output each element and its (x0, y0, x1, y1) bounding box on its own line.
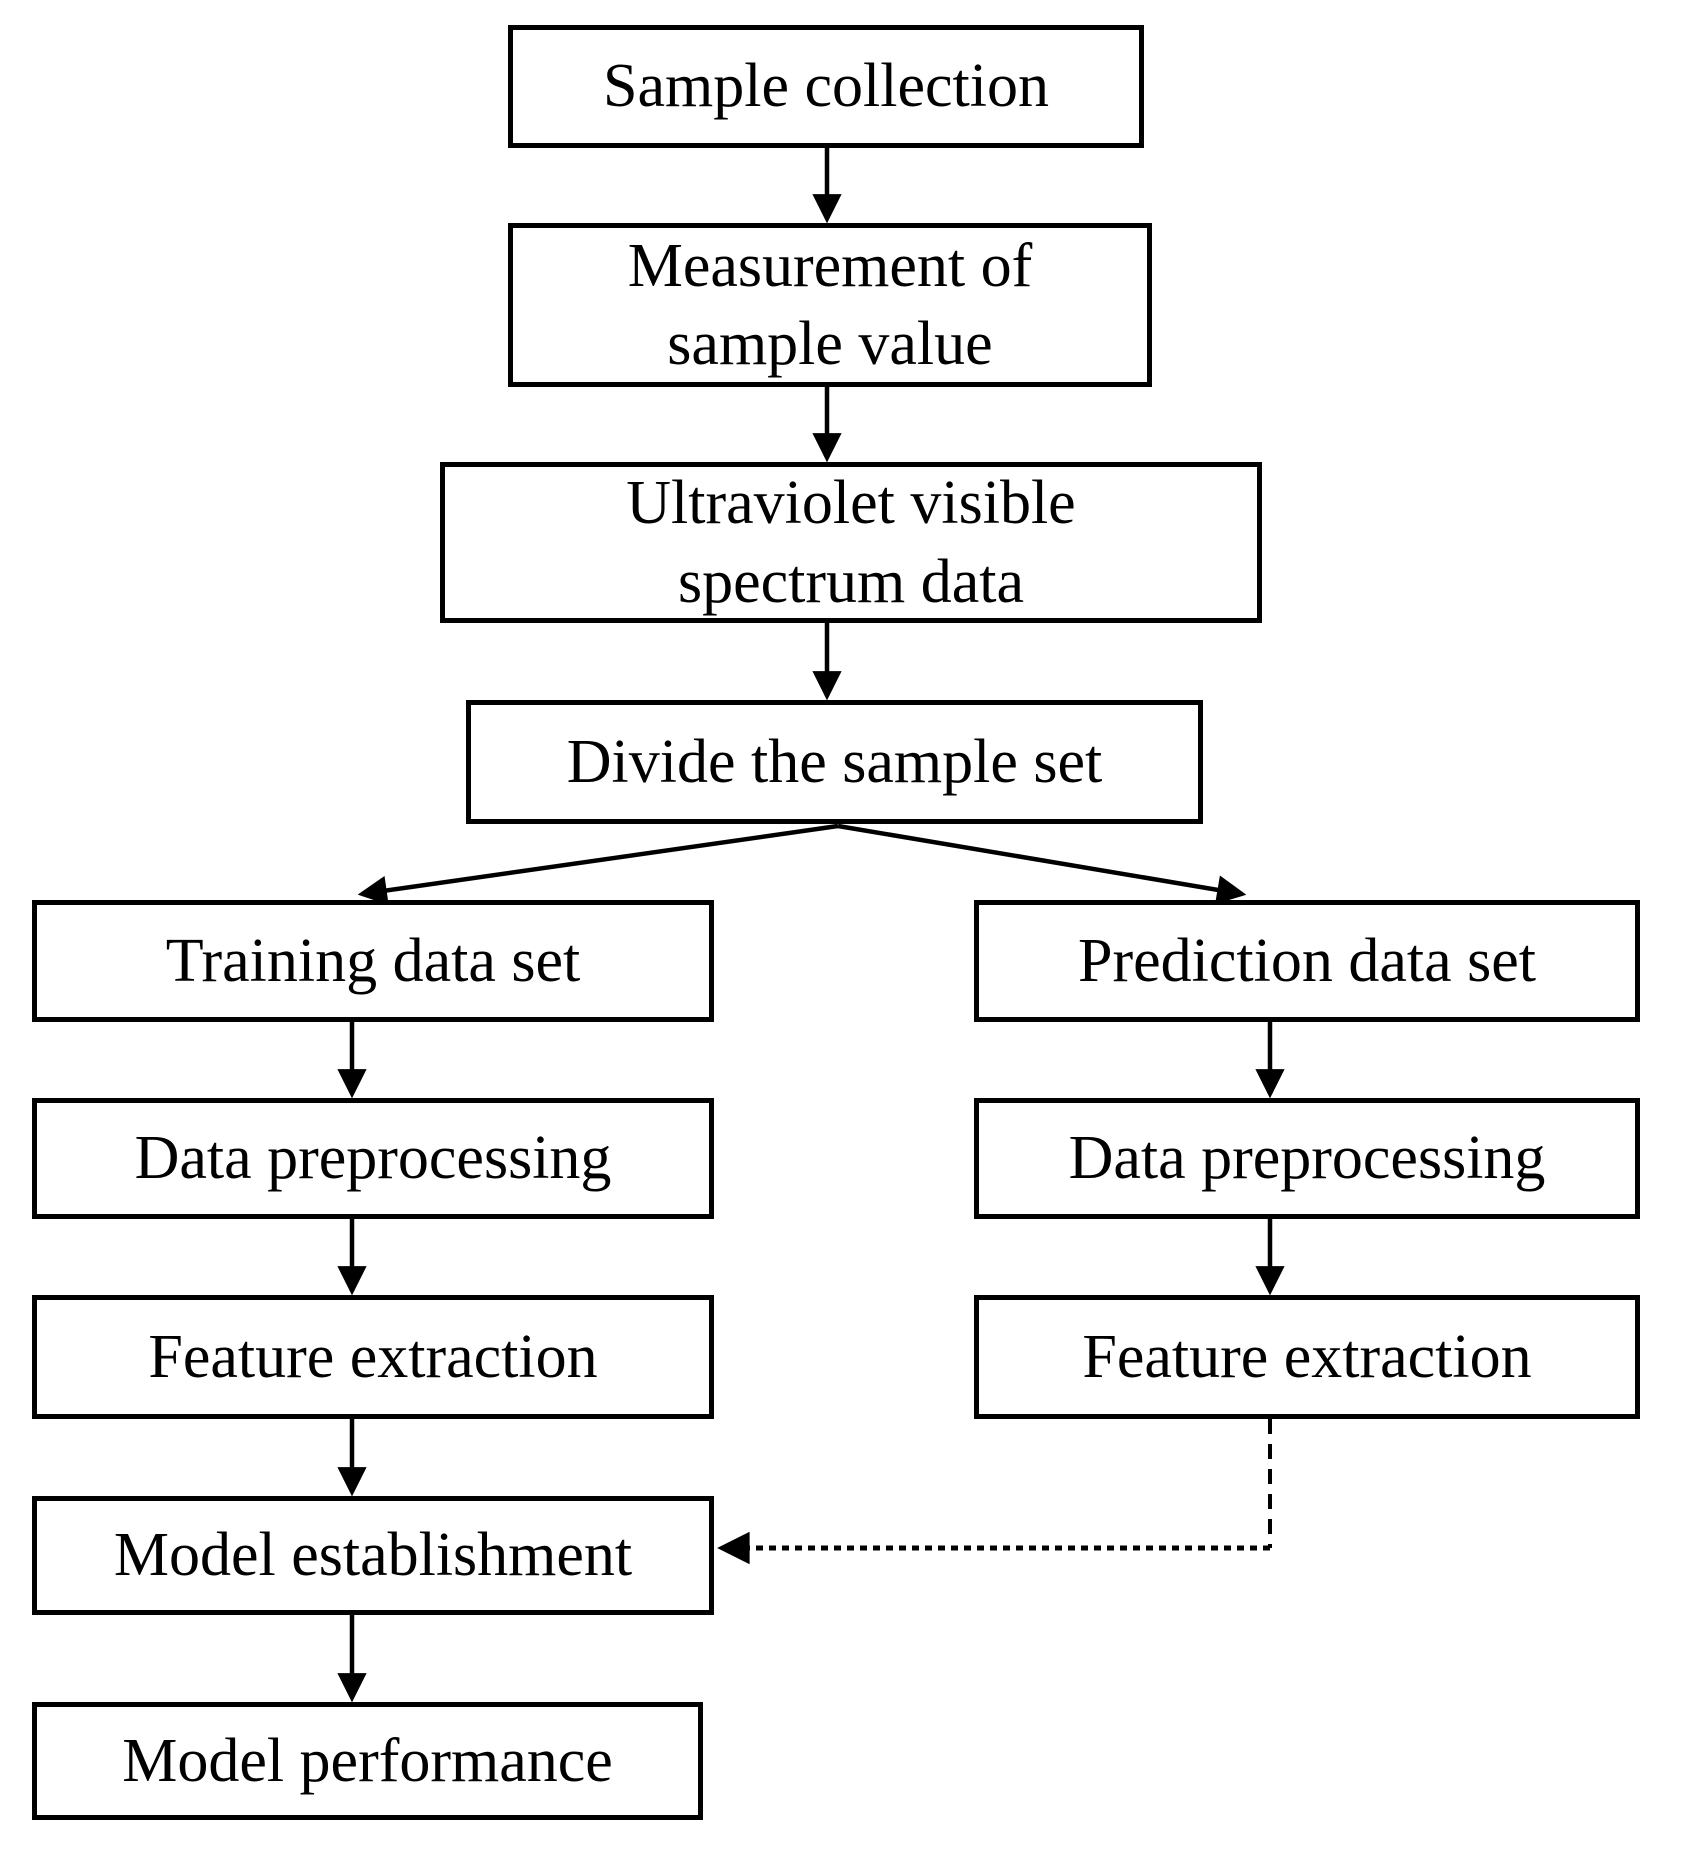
arrow-divide-to-prediction (837, 823, 1247, 905)
node-sample-collection-label: Sample collection (603, 52, 1049, 121)
node-training-data-set-label: Training data set (165, 926, 581, 995)
node-data-preprocessing-right: Data preprocessing (974, 1098, 1640, 1219)
node-model-performance: Model performance (32, 1702, 703, 1820)
node-divide-sample-set: Divide the sample set (466, 700, 1203, 824)
node-model-performance-label: Model performance (122, 1726, 613, 1795)
node-data-preprocessing-right-label: Data preprocessing (1068, 1124, 1546, 1193)
node-measurement: Measurement of sample value (508, 223, 1152, 387)
node-divide-sample-set-label: Divide the sample set (566, 727, 1103, 796)
node-measurement-label: Measurement of sample value (627, 231, 1033, 378)
node-feature-extraction-left: Feature extraction (32, 1295, 714, 1419)
node-prediction-data-set: Prediction data set (974, 900, 1640, 1022)
node-model-establishment-label: Model establishment (113, 1521, 633, 1590)
node-data-preprocessing-left: Data preprocessing (32, 1098, 714, 1219)
node-sample-collection: Sample collection (508, 25, 1144, 148)
node-training-data-set: Training data set (32, 900, 714, 1022)
node-prediction-data-set-label: Prediction data set (1078, 926, 1536, 995)
node-uv-spectrum-label: Ultraviolet visible spectrum data (626, 469, 1076, 616)
arrow-divide-to-training (357, 823, 839, 905)
node-feature-extraction-right: Feature extraction (974, 1295, 1640, 1419)
node-feature-extraction-left-label: Feature extraction (148, 1322, 598, 1391)
node-uv-spectrum: Ultraviolet visible spectrum data (440, 462, 1262, 623)
node-data-preprocessing-left-label: Data preprocessing (134, 1124, 612, 1193)
node-model-establishment: Model establishment (32, 1496, 714, 1615)
node-feature-extraction-right-label: Feature extraction (1082, 1322, 1532, 1391)
